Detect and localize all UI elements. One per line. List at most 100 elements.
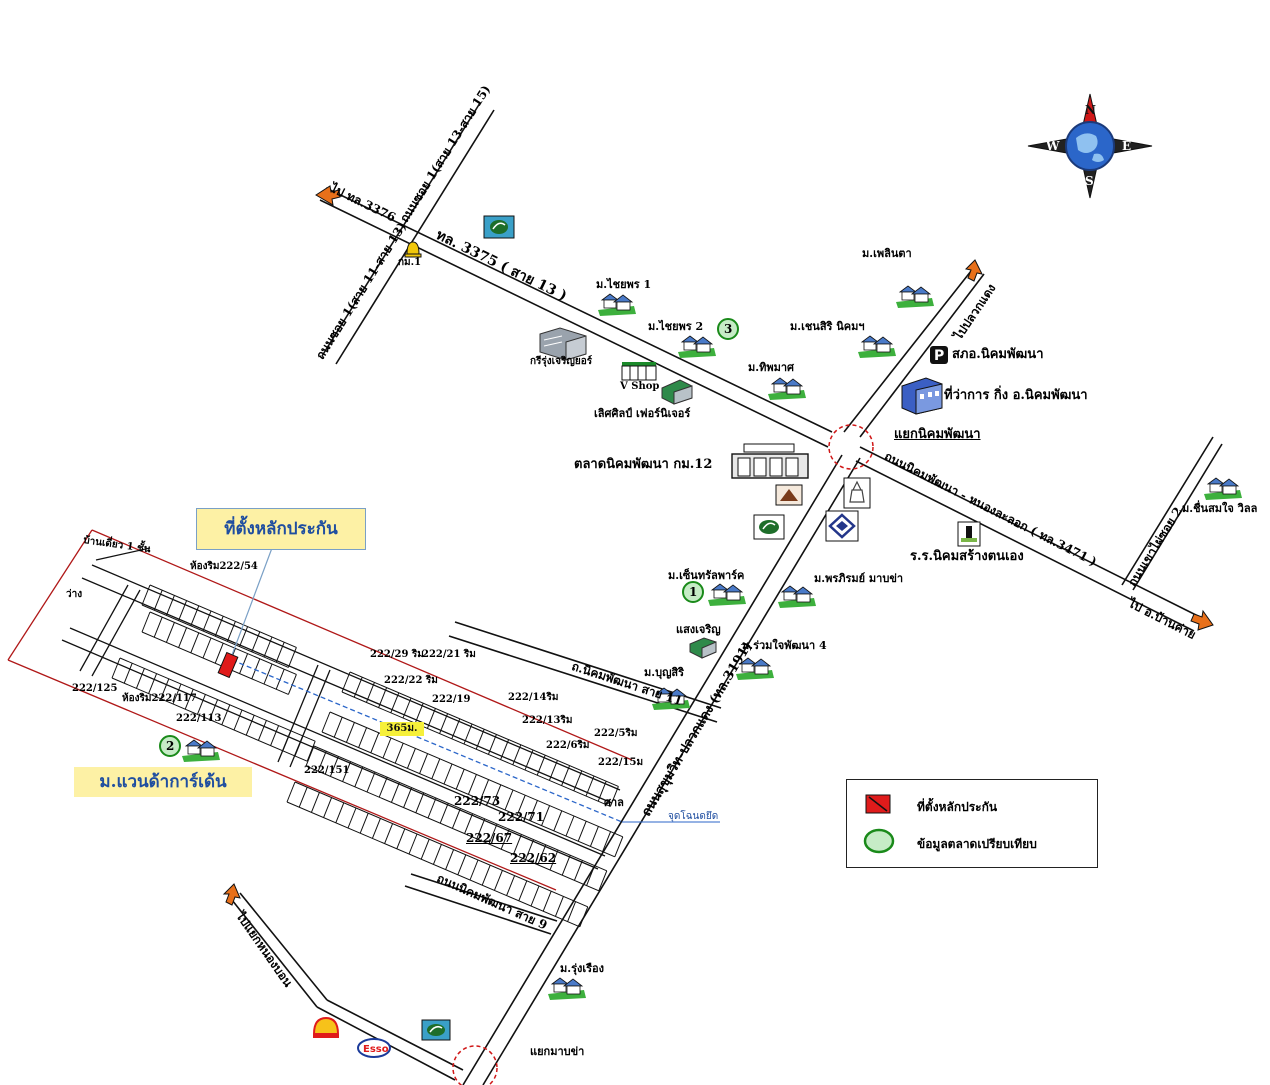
plot-r222-5: 222/5ริม <box>594 728 638 739</box>
plot-r222-14: 222/14ริม <box>508 692 559 703</box>
plot-r222-73: 222/73 <box>454 794 501 808</box>
fuel-station-icon: Esso <box>357 1038 391 1058</box>
house-estate-icon <box>598 293 636 316</box>
compass-s: S <box>1085 174 1094 188</box>
house-estate-icon <box>896 285 934 308</box>
factory-icon <box>661 379 693 405</box>
place-junction-nikhom: แยกนิคมพัฒนา <box>894 427 981 442</box>
house-estate-icon <box>548 977 586 1000</box>
comparable-badge-3 <box>717 318 739 340</box>
svg-text:P: P <box>934 348 944 364</box>
bank-icon <box>825 510 859 542</box>
compass-w: W <box>1046 139 1060 153</box>
plot-r222-67: 222/67 <box>466 831 513 845</box>
place-bunsiri: ม.บุญสิริ <box>644 666 685 679</box>
house-estate-icon <box>736 657 774 680</box>
factory-icon <box>539 327 587 361</box>
distance-callout: 365ม. <box>380 722 424 736</box>
plot-r222-71: 222/71 <box>498 810 545 824</box>
km-marker-icon <box>404 241 422 258</box>
plot-r222-151: 222/151 <box>304 765 350 776</box>
legend-collateral-swatch-icon <box>865 794 891 814</box>
arrow-to-nongbon-icon <box>222 883 241 906</box>
place-thiphamat: ม.ทิพมาศ <box>748 361 794 374</box>
svg-text:Esso: Esso <box>363 1044 389 1055</box>
place-chaiyaphon2: ม.ไชยพร 2 <box>648 320 704 333</box>
legend-collateral-label: ที่ตั้งหลักประกัน <box>917 800 998 814</box>
collateral-callout: ที่ตั้งหลักประกัน <box>196 508 366 550</box>
plot-r222-21: 222/21 ริม <box>422 649 476 660</box>
plot-r222-113: 222/113 <box>176 713 222 724</box>
legend-comparable-swatch-icon <box>863 828 895 854</box>
house-estate-icon <box>652 687 690 710</box>
bank-icon <box>483 215 515 239</box>
plot-sala: ศาล <box>604 796 624 809</box>
compass-rose-icon <box>1027 93 1153 199</box>
collateral-plot-marker <box>217 651 239 679</box>
place-phalinda: ม.เพลินตา <box>862 247 912 260</box>
plot-wang: ว่าง <box>66 589 83 600</box>
compass-e: E <box>1122 139 1132 153</box>
house-estate-icon <box>182 739 220 762</box>
compass-n: N <box>1085 103 1096 117</box>
fuel-station-icon <box>312 1016 340 1038</box>
estate-roads <box>61 547 621 870</box>
place-district-office: ที่ว่าการ กิ่ง อ.นิคมพัฒนา <box>944 388 1088 403</box>
place-junction-mapkha: แยกมาบข่า <box>530 1045 585 1058</box>
plot-r222-13: 222/13ริม <box>522 715 573 726</box>
house-estate-icon <box>678 335 716 358</box>
road-arrows <box>222 185 1214 906</box>
arrow-to-3376-icon <box>315 185 341 206</box>
arrow-to-plaekdaeng-icon <box>964 259 983 282</box>
distance-line <box>231 659 623 823</box>
place-frontage: จุดโฉนดยึด <box>668 811 719 822</box>
factory-icon <box>689 637 717 659</box>
place-rungruang: ม.รุ่งเรือง <box>560 962 605 975</box>
callout-pointer <box>231 547 273 656</box>
police-station-icon: P <box>930 346 948 364</box>
house-estate-icon <box>708 583 746 606</box>
plot-r222-6: 222/6ริม <box>546 740 590 751</box>
comparable-badges <box>159 318 739 757</box>
place-chen-siri: ม.เชนสิริ นิคมฯ <box>790 320 865 333</box>
place-chaiyaphon1: ม.ไชยพร 1 <box>596 278 652 291</box>
place-km1: กม.1 <box>398 257 422 268</box>
legend-comparable-label: ข้อมูลตลาดเปรียบเทียบ <box>917 837 1037 851</box>
plot-r222-19: 222/19 <box>432 694 471 705</box>
plot-r222-15: 222/15ม <box>598 757 644 768</box>
place-vshop: V Shop <box>620 381 660 392</box>
plot-r222-62: 222/62 <box>510 851 557 865</box>
bank-icon <box>421 1019 451 1041</box>
house-estate-icon <box>1204 477 1242 500</box>
school-icon <box>957 521 981 547</box>
place-saengcharoen: แสงเจริญ <box>676 623 721 636</box>
shop-icon <box>621 362 657 381</box>
place-market: ตลาดนิคมพัฒนา กม.12 <box>574 457 713 472</box>
bank-icon <box>775 484 803 506</box>
plot-r222-125: 222/125 <box>72 683 118 694</box>
place-school: ร.ร.นิคมสร้างตนเอง <box>910 549 1024 564</box>
place-krirung: กรีรุ่งเจริญยอร์ <box>530 356 593 367</box>
arrow-to-banchai-icon <box>1190 609 1214 631</box>
place-phonthirom: ม.พรภิรมย์ มาบข่า <box>814 572 904 585</box>
junction-mapkha-circle <box>452 1045 498 1085</box>
map-legend: ที่ตั้งหลักประกัน ข้อมูลตลาดเปรียบเทียบ <box>846 779 1098 868</box>
temple-icon <box>843 477 871 509</box>
bank-icons <box>421 215 859 1041</box>
place-excellent: เลิศศิลป์ เฟอร์นิเจอร์ <box>594 407 691 420</box>
badge-1-label: 1 <box>689 585 698 599</box>
comparable-badge-1 <box>682 581 704 603</box>
house-estate-icon <box>768 377 806 400</box>
house-icons <box>182 285 1242 1000</box>
plot-r222-29: 222/29 ริม <box>370 649 424 660</box>
comparable-badge-2 <box>159 735 181 757</box>
place-central-park: ม.เซ็นทรัลพาร์ค <box>668 569 745 582</box>
market-building-icon <box>731 443 809 479</box>
bank-icon <box>753 514 785 540</box>
badge-2-label: 2 <box>166 739 175 753</box>
place-police: สภอ.นิคมพัฒนา <box>952 347 1044 362</box>
wanda-callout: ม.แวนด้าการ์เด้น <box>74 767 252 797</box>
house-estate-icon <box>778 585 816 608</box>
badge-3-label: 3 <box>724 322 733 336</box>
